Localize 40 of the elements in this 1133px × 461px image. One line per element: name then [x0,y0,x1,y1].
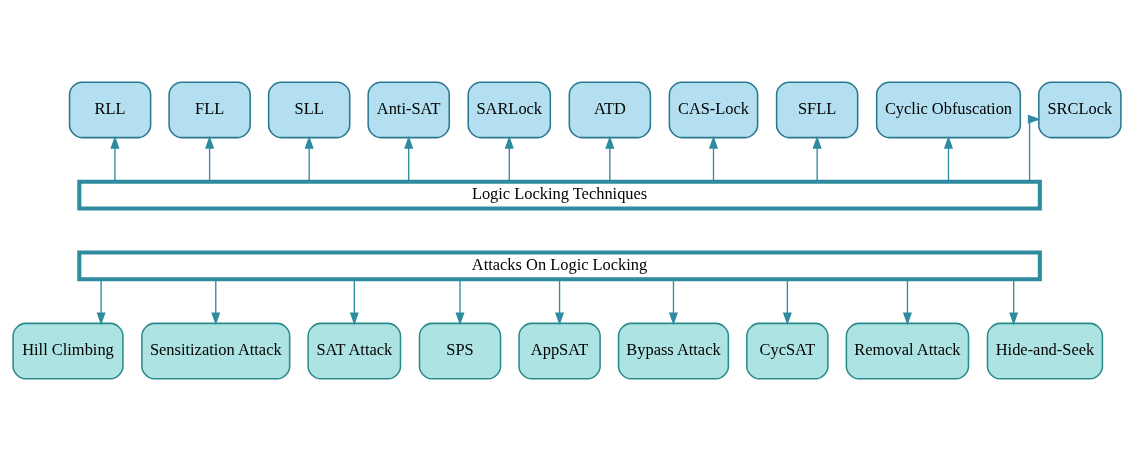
arrow [204,135,214,183]
arrow [604,135,614,183]
node-box: SPS [418,322,501,380]
arrow [902,278,912,326]
node-box: Hide-and-Seek [986,322,1103,380]
node-box: Attacks On Logic Locking [76,250,1042,282]
arrow [1008,278,1018,326]
node-box: ATD [568,81,651,139]
arrow [109,135,119,183]
arrow [455,278,465,326]
node-box: Sensitization Attack [140,322,290,380]
node-box: CAS-Lock [668,81,758,139]
arrow [668,278,678,326]
node-box: FLL [167,81,251,139]
node-box: Removal Attack [845,322,969,380]
node-box: Hill Climbing [11,322,124,380]
node-box: RLL [68,81,151,139]
arrow [504,135,514,183]
arrow [403,135,413,183]
node-box: Logic Locking Techniques [76,179,1042,211]
node-box: Anti-SAT [366,81,450,139]
arrow [812,135,822,183]
node-box: SLL [267,81,350,139]
arrow [708,135,718,183]
node-box: SFLL [775,81,858,139]
node-box: SARLock [466,81,551,139]
arrow [1027,114,1041,183]
arrow [210,278,220,326]
arrow [943,135,953,183]
arrow [554,278,564,326]
node-box: SAT Attack [306,322,401,380]
arrow [304,135,314,183]
node-box: Bypass Attack [617,322,729,380]
arrow [96,278,106,326]
node-box: SRCLock [1037,81,1122,139]
node-box: CycSAT [745,322,829,380]
arrow [349,278,359,326]
arrow [782,278,792,326]
node-box: Cyclic Obfuscation [875,81,1021,139]
node-box: AppSAT [517,322,601,380]
